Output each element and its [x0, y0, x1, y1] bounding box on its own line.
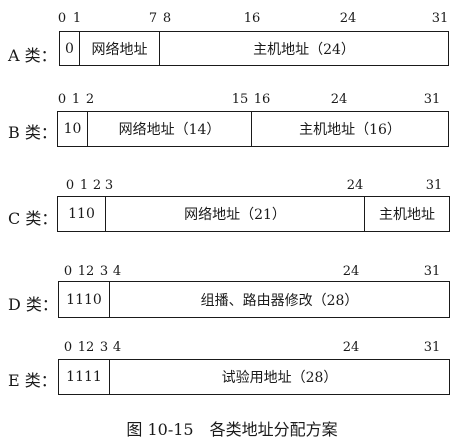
row-c-tick: 24 — [346, 178, 364, 193]
row-e-experimental-field: 试验用地址（28） — [109, 360, 449, 394]
row-d-tick: 3 — [99, 264, 109, 279]
row-e-tick: 24 — [342, 340, 360, 355]
row-b-address-bar: 10 网络地址（14） 主机地址（16） — [57, 111, 449, 147]
row-c-class-bits: 110 — [68, 206, 95, 222]
row-c-tick: 31 — [425, 178, 443, 193]
row-d-multicast-field: 组播、路由器修改（28） — [109, 282, 449, 317]
row-b-tick: 15 — [231, 92, 249, 107]
figure-caption: 图 10-15 各类地址分配方案 — [126, 420, 338, 439]
row-b-tick: 31 — [423, 92, 441, 107]
row-a-tick: 1 — [72, 11, 82, 26]
row-e-tick: 0 — [63, 340, 73, 355]
row-b-tick: 1 — [71, 92, 81, 107]
row-c-tick: 3 — [104, 178, 114, 193]
row-b-host-field: 主机地址（16） — [251, 112, 448, 146]
row-c-host-field: 主机地址 — [364, 197, 449, 231]
row-d-tick: 4 — [112, 264, 122, 279]
row-a-network-field: 网络地址 — [79, 32, 159, 65]
row-c-tick: 1 — [79, 178, 89, 193]
row-c-address-bar: 110 网络地址（21） 主机地址 — [57, 196, 450, 232]
row-d-class-bits: 1110 — [66, 291, 102, 308]
row-e-tick: 12 — [77, 340, 95, 355]
row-a-host-field: 主机地址（24） — [159, 32, 448, 65]
row-c-network-field: 网络地址（21） — [105, 197, 364, 231]
row-b-tick: 2 — [85, 92, 95, 107]
row-a-tick: 24 — [339, 11, 357, 26]
row-a-class-bits: 0 — [65, 40, 74, 57]
row-a-tick: 7 — [148, 11, 158, 26]
row-c-label: C 类： — [8, 209, 58, 228]
row-e-class-bits: 1111 — [66, 369, 102, 385]
row-d-label: D 类： — [8, 295, 58, 314]
row-e-tick: 4 — [112, 340, 122, 355]
row-a-tick: 8 — [162, 11, 172, 26]
row-b-network-field: 网络地址（14） — [87, 112, 251, 146]
row-a-tick: 0 — [57, 11, 67, 26]
row-a-tick: 31 — [431, 11, 449, 26]
row-e-label: E 类： — [8, 371, 57, 390]
row-d-tick: 12 — [77, 264, 95, 279]
row-e-tick: 31 — [423, 340, 441, 355]
row-d-tick: 24 — [342, 264, 360, 279]
row-d-tick: 0 — [63, 264, 73, 279]
row-d-address-bar: 1110 组播、路由器修改（28） — [58, 281, 450, 318]
row-b-tick: 16 — [253, 92, 271, 107]
row-b-tick: 0 — [57, 92, 67, 107]
row-e-tick: 3 — [99, 340, 109, 355]
row-e-address-bar: 1111 试验用地址（28） — [58, 359, 450, 395]
row-b-tick: 24 — [330, 92, 348, 107]
row-b-label: B 类： — [8, 123, 57, 142]
row-a-label: A 类： — [8, 46, 57, 65]
row-c-tick: 0 — [65, 178, 75, 193]
row-a-address-bar: 0 网络地址 主机地址（24） — [59, 31, 449, 66]
row-d-tick: 31 — [423, 264, 441, 279]
row-a-tick: 16 — [243, 11, 261, 26]
row-b-class-bits: 10 — [63, 121, 82, 137]
row-c-tick: 2 — [92, 178, 102, 193]
